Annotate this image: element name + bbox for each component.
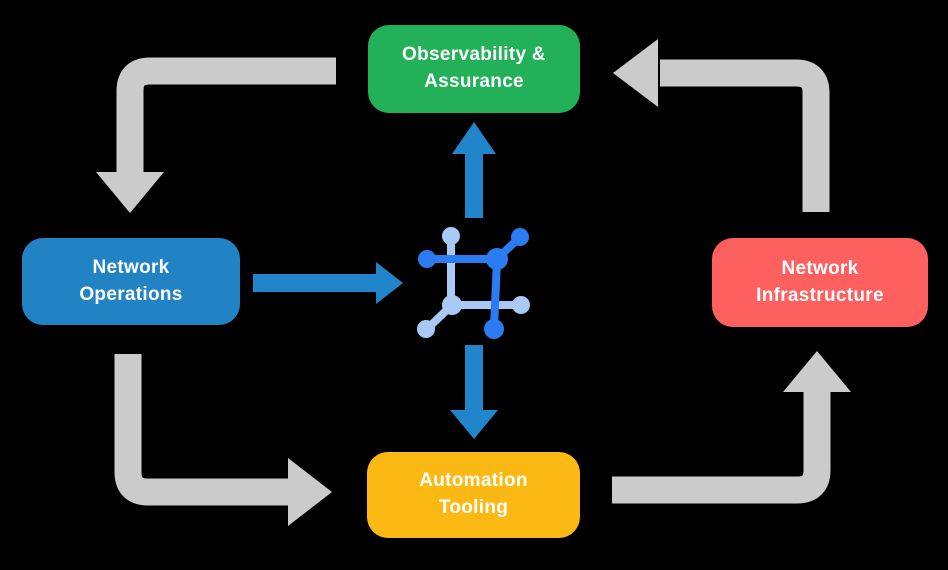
node-label-line: Tooling [438, 497, 509, 518]
arrow-shaft [114, 354, 290, 506]
diagram-node-automation: Automation Tooling [367, 452, 580, 538]
accent-arrow-operations-to-icon [253, 262, 403, 304]
node-label-line: Network [92, 256, 170, 278]
arrow-head-down-icon [450, 410, 498, 439]
flow-arrow-observability-to-operations [96, 57, 336, 213]
arrow-shaft [116, 57, 336, 174]
flow-arrow-automation-to-infrastructure [612, 351, 851, 504]
arrow-shaft [660, 59, 830, 212]
diagram-node-infrastructure: Network Infrastructure [712, 238, 928, 327]
node-label-line: Operations [79, 283, 183, 305]
accent-arrow-icon-to-automation [450, 345, 498, 439]
arrow-head-up-icon [783, 351, 851, 392]
node-label-line: Infrastructure [756, 284, 884, 306]
arrow-head-down-icon [96, 172, 164, 213]
arrow-head-left-icon [613, 39, 658, 107]
node-label-line: Automation [419, 470, 528, 492]
accent-arrow-icon-to-observability [452, 122, 496, 218]
diagram-node-observability: Observability & Assurance [368, 25, 580, 113]
node-label-line: Network [781, 257, 859, 279]
flow-arrow-operations-to-automation [114, 354, 332, 526]
arrow-head-up-icon [452, 122, 496, 154]
arrow-head-right-icon [376, 262, 403, 304]
diagram-node-operations: Network Operations [22, 238, 240, 325]
arrow-shaft [612, 391, 831, 504]
node-label-line: Observability & [402, 44, 546, 66]
network-mesh-icon [417, 227, 530, 339]
node-label-line: Assurance [424, 71, 524, 92]
arrow-head-right-icon [288, 458, 332, 526]
flow-arrow-infrastructure-to-observability [613, 39, 830, 212]
